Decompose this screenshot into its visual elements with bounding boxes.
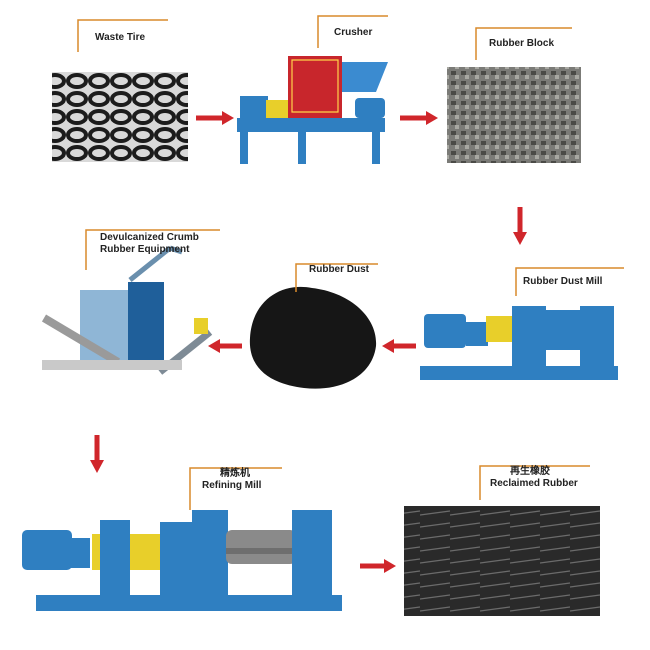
arrow-right-1 bbox=[196, 111, 234, 125]
reclaimed-rubber-label: Reclaimed Rubber bbox=[490, 478, 578, 489]
reclaimed-rubber-label-cn: 再生橡胶 bbox=[510, 466, 550, 477]
rubber-dust-mill-label: Rubber Dust Mill bbox=[523, 276, 603, 287]
leader-lines bbox=[77, 15, 624, 510]
rubber-block-label: Rubber Block bbox=[489, 38, 555, 49]
devulcanized-equipment-image bbox=[41, 245, 213, 375]
label-crusher: Crusher bbox=[334, 27, 372, 39]
waste-tire-label: Waste Tire bbox=[95, 32, 146, 43]
label-devulcanized: Devulcanized Crumb Rubber Equipment bbox=[100, 232, 199, 256]
rubber-dust-label: Rubber Dust bbox=[309, 264, 369, 275]
label-waste-tire: Waste Tire bbox=[95, 32, 145, 44]
rubber-block-image bbox=[447, 67, 581, 163]
refining-mill-image bbox=[22, 510, 342, 611]
label-rubber-dust: Rubber Dust bbox=[309, 264, 369, 276]
rubber-dust-mill-image bbox=[420, 306, 618, 380]
devulcanized-label-line1: Devulcanized Crumb bbox=[100, 232, 199, 243]
refining-mill-label: Refining Mill bbox=[202, 480, 262, 491]
arrow-down-2 bbox=[90, 435, 104, 473]
refining-mill-label-cn: 精炼机 bbox=[220, 468, 250, 479]
waste-tire-image bbox=[52, 72, 188, 162]
arrow-right-3 bbox=[360, 559, 396, 573]
arrow-down-1 bbox=[513, 207, 527, 245]
label-refining-mill: 精炼机 Refining Mill bbox=[202, 468, 261, 492]
crusher-label: Crusher bbox=[334, 27, 373, 38]
arrow-left-1 bbox=[382, 339, 416, 353]
devulcanized-label-line2: Rubber Equipment bbox=[100, 244, 190, 255]
label-rubber-dust-mill: Rubber Dust Mill bbox=[523, 276, 602, 288]
label-reclaimed-rubber: 再生橡胶 Reclaimed Rubber bbox=[490, 466, 578, 490]
reclaimed-rubber-image bbox=[404, 506, 600, 616]
rubber-dust-image bbox=[249, 286, 377, 389]
label-rubber-block: Rubber Block bbox=[489, 38, 554, 50]
crusher-image bbox=[237, 56, 388, 164]
arrow-right-2 bbox=[400, 111, 438, 125]
arrow-left-2 bbox=[208, 339, 242, 353]
